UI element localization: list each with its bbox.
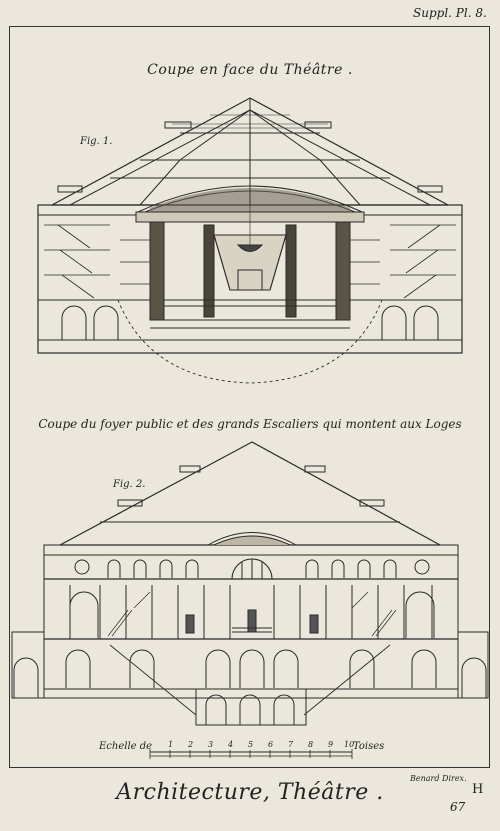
scale-number: 8 — [308, 740, 313, 749]
scale-number: 6 — [268, 740, 273, 749]
figure-2-title: Coupe du foyer public et des grands Esca… — [38, 417, 462, 431]
scale-number: 10 — [344, 740, 354, 749]
scale-numbers: 1 2 3 4 5 6 7 8 9 10 — [168, 740, 354, 749]
scale-number: 2 — [187, 740, 193, 749]
scale-number: 9 — [328, 740, 333, 749]
scale-label: Echelle de — [99, 741, 153, 752]
scale-bar — [149, 749, 353, 759]
figure-2-foyer-section — [11, 441, 489, 726]
page-number: 67 — [450, 800, 466, 814]
scale-unit: Toises — [353, 741, 385, 752]
scale-number: 3 — [208, 740, 213, 749]
scale-number: 4 — [227, 740, 233, 749]
figure-1-title: Coupe en face du Théâtre . — [147, 62, 353, 78]
scale-number: 7 — [288, 740, 294, 749]
scale-number: 5 — [248, 740, 253, 749]
volume-letter: H — [472, 782, 484, 797]
plate-title: Architecture, Théâtre . — [116, 780, 384, 805]
figure-2-label: Fig. 2. — [113, 479, 146, 490]
plate-reference: Suppl. Pl. 8. — [413, 6, 487, 20]
engraver-credit: Benard Direx. — [410, 774, 467, 783]
plate-border — [9, 26, 490, 768]
figure-1-theatre-section — [37, 97, 463, 384]
figure-1-label: Fig. 1. — [80, 136, 113, 147]
scale-number: 1 — [168, 740, 173, 749]
